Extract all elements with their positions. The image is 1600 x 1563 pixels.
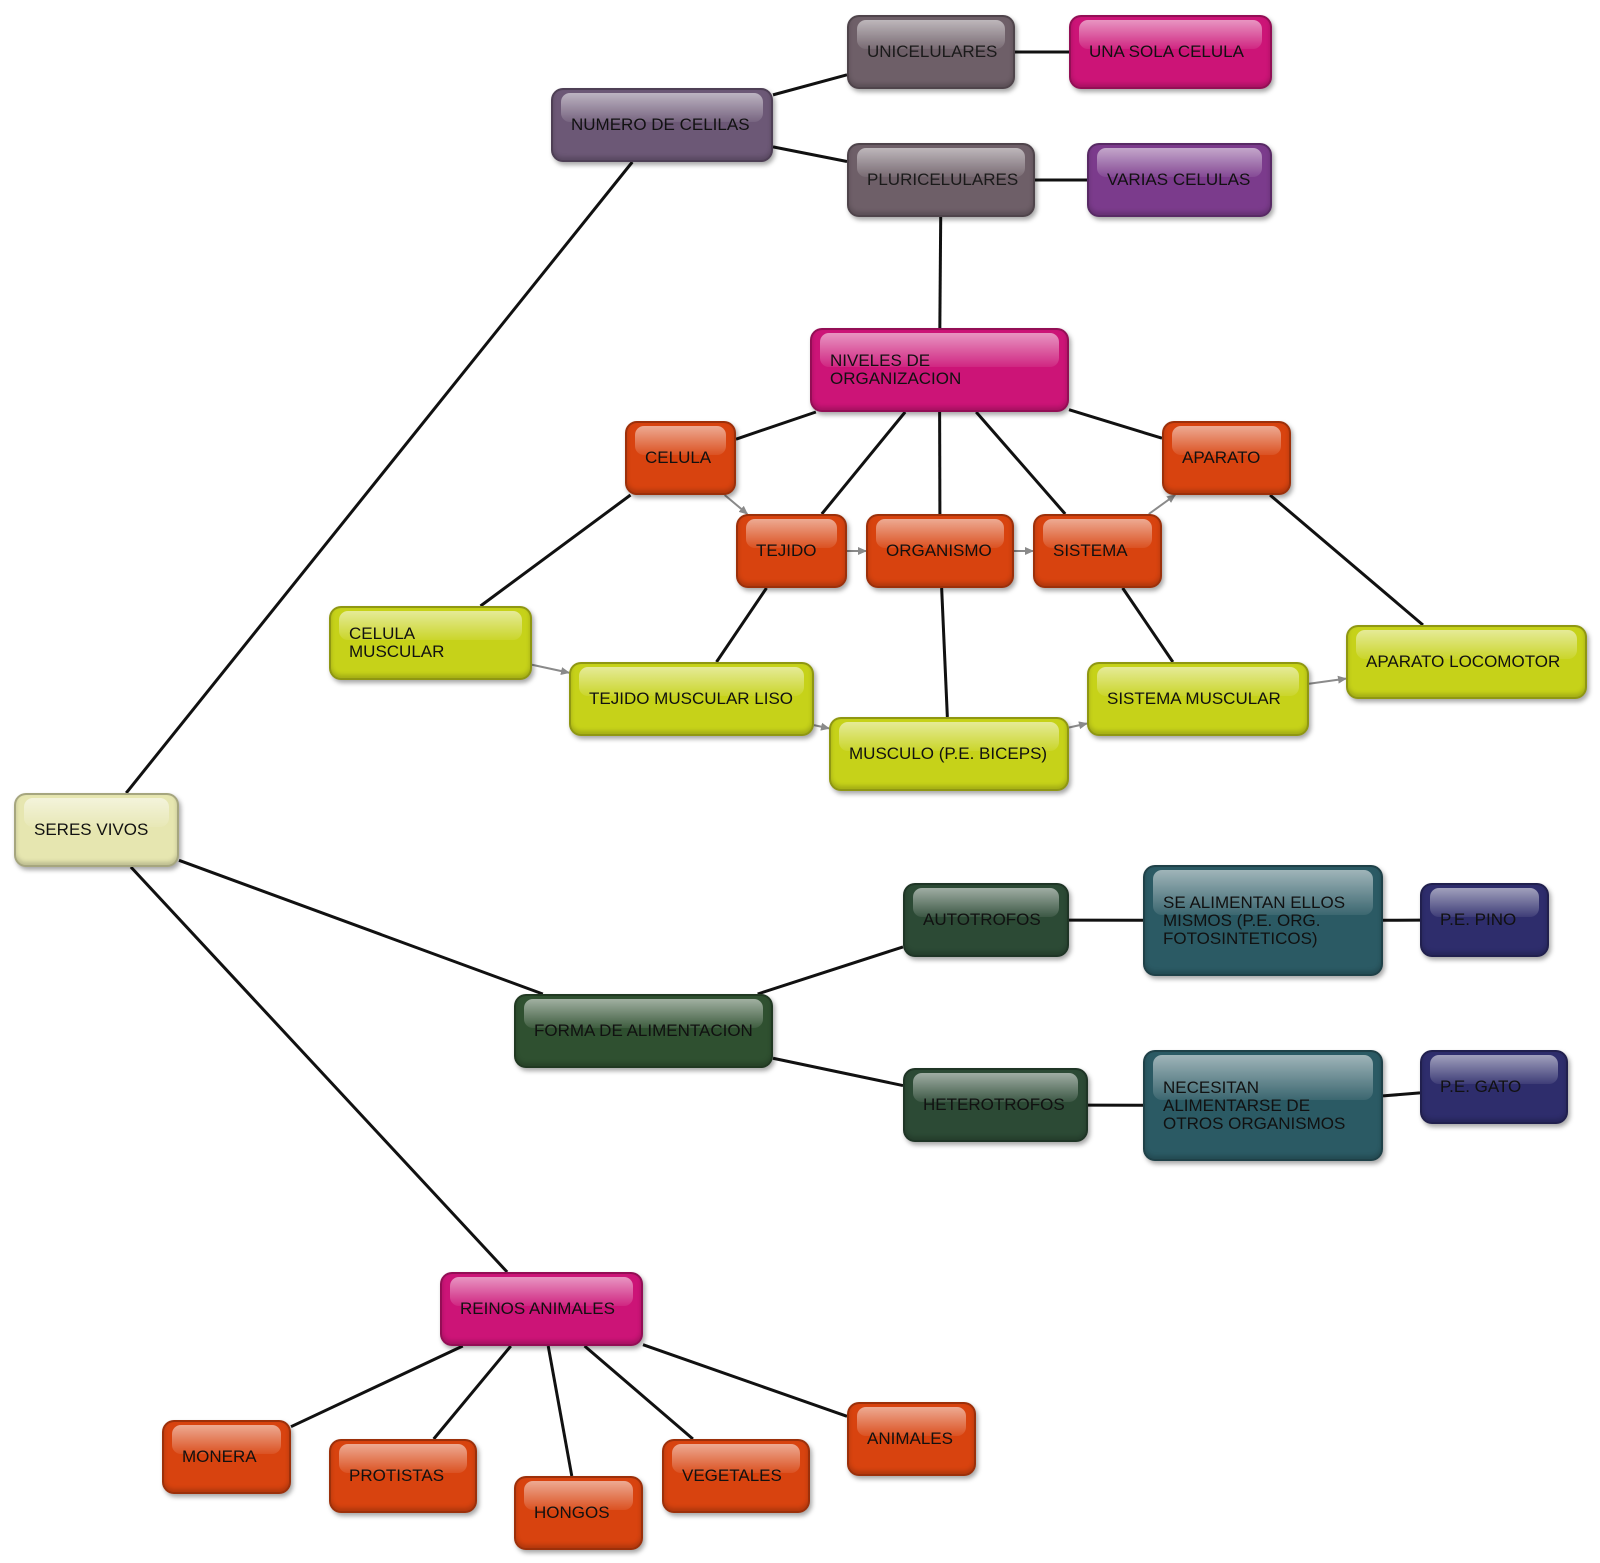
node-pluricelulares[interactable]: PLURICELULARES [847,143,1035,217]
node-necesitan-alimentarse[interactable]: NECESITAN ALIMENTARSE DE OTROS ORGANISMO… [1143,1050,1383,1161]
connector-celula-tejido [724,494,749,515]
node-label: VEGETALES [682,1466,782,1485]
node-label: HONGOS [534,1503,610,1522]
node-label: UNA SOLA CELULA [1089,42,1244,61]
node-celula-muscular[interactable]: CELULA MUSCULAR [329,606,532,680]
node-label: VARIAS CELULAS [1107,170,1251,189]
node-forma-de-alimentacion[interactable]: FORMA DE ALIMENTACION [514,994,773,1068]
connector-aparato-aparato_locomotor [1269,493,1424,627]
node-label: TEJIDO MUSCULAR LISO [589,689,794,708]
node-label: MUSCULO (P.E. BICEPS) [849,744,1048,763]
node-label: ANIMALES [867,1429,953,1448]
node-sistema[interactable]: SISTEMA [1033,514,1162,588]
node-heterotrofos[interactable]: HETEROTROFOS [903,1068,1088,1142]
connector-necesitan-pe_gato [1382,1091,1421,1098]
connector-niveles_organizacion-sistema [975,411,1067,515]
connector-pluricelulares-niveles_organizacion [938,216,943,329]
connector-organismo-musculo [940,587,949,718]
node-label: SERES VIVOS [34,820,149,839]
node-label: CELULA MUSCULAR [349,624,445,661]
node-celula[interactable]: CELULA [625,421,736,495]
node-label: APARATO [1182,448,1261,467]
connector-sistema-aparato [1148,494,1176,515]
node-label: P.E. GATO [1440,1077,1522,1096]
node-reinos-animales[interactable]: REINOS ANIMALES [440,1272,643,1346]
connector-reinos_animales-vegetales [583,1344,694,1441]
node-se-alimentan-ellos-mismos[interactable]: SE ALIMENTAN ELLOS MISMOS (P.E. ORG. FOT… [1143,865,1383,976]
node-label: HETEROTROFOS [923,1095,1065,1114]
node-label: P.E. PINO [1440,910,1517,929]
node-musculo-biceps[interactable]: MUSCULO (P.E. BICEPS) [829,717,1069,791]
connector-tejido-tejido_muscular_liso [715,587,768,663]
connector-reinos_animales-animales [642,1343,848,1418]
node-label: NIVELES DE ORGANIZACION [830,351,962,388]
node-pe-pino[interactable]: P.E. PINO [1420,883,1549,957]
connector-celula-celula_muscular [479,493,632,608]
node-label: SISTEMA [1053,541,1128,560]
node-seres-vivos[interactable]: SERES VIVOS [14,793,179,867]
node-numero-de-celulas[interactable]: NUMERO DE CELILAS [551,88,773,162]
node-hongos[interactable]: HONGOS [514,1476,643,1550]
node-label: NUMERO DE CELILAS [571,115,750,134]
node-unicelulares[interactable]: UNICELULARES [847,15,1015,89]
connector-niveles_organizacion-aparato [1068,408,1163,440]
node-label: SISTEMA MUSCULAR [1107,689,1281,708]
connector-niveles_organizacion-celula [735,410,817,441]
node-label: APARATO LOCOMOTOR [1366,652,1561,671]
connector-seres_vivos-numero_celulas [125,161,634,794]
node-tejido[interactable]: TEJIDO [736,514,847,588]
node-tejido-muscular-liso[interactable]: TEJIDO MUSCULAR LISO [569,662,814,736]
node-una-sola-celula[interactable]: UNA SOLA CELULA [1069,15,1272,89]
node-label: UNICELULARES [867,42,998,61]
node-label: FORMA DE ALIMENTACION [534,1021,753,1040]
node-label: AUTOTROFOS [923,910,1041,929]
connector-forma_alimentacion-heterotrofos [772,1056,904,1088]
node-organismo[interactable]: ORGANISMO [866,514,1014,588]
node-niveles-de-organizacion[interactable]: NIVELES DE ORGANIZACION [810,328,1069,412]
node-label: PROTISTAS [349,1466,445,1485]
connector-reinos_animales-hongos [546,1345,574,1477]
node-aparato[interactable]: APARATO [1162,421,1291,495]
connector-reinos_animales-protistas [432,1345,512,1440]
node-label: REINOS ANIMALES [460,1299,615,1318]
node-aparato-locomotor[interactable]: APARATO LOCOMOTOR [1346,625,1587,699]
node-label: SE ALIMENTAN ELLOS MISMOS (P.E. ORG. FOT… [1163,892,1346,948]
node-label: ORGANISMO [886,541,992,560]
connector-reinos_animales-monera [290,1344,464,1429]
node-label: PLURICELULARES [867,170,1019,189]
node-vegetales[interactable]: VEGETALES [662,1439,810,1513]
node-autotrofos[interactable]: AUTOTROFOS [903,883,1069,957]
connector-seres_vivos-forma_alimentacion [178,858,544,996]
node-sistema-muscular[interactable]: SISTEMA MUSCULAR [1087,662,1309,736]
connector-sistema_muscular-aparato_locomotor [1308,675,1347,685]
connector-tejido_muscular_liso-musculo [813,722,830,731]
node-animales[interactable]: ANIMALES [847,1402,976,1476]
connector-musculo-sistema_muscular [1068,721,1088,730]
connector-sistema-sistema_muscular [1121,587,1175,663]
node-label: TEJIDO [756,541,817,560]
node-pe-gato[interactable]: P.E. GATO [1420,1050,1568,1124]
node-label: CELULA [645,448,712,467]
connector-numero_celulas-pluricelulares [772,145,848,163]
node-label: NECESITAN ALIMENTARSE DE OTROS ORGANISMO… [1163,1077,1346,1133]
connector-numero_celulas-unicelulares [772,73,848,97]
connector-niveles_organizacion-tejido [820,411,907,515]
connector-seres_vivos-reinos_animales [129,865,509,1274]
connector-forma_alimentacion-autotrofos [757,945,904,996]
node-label: MONERA [182,1447,257,1466]
node-monera[interactable]: MONERA [162,1420,291,1494]
node-varias-celulas[interactable]: VARIAS CELULAS [1087,143,1272,217]
node-protistas[interactable]: PROTISTAS [329,1439,477,1513]
connector-celula_muscular-tejido_muscular_liso [531,663,570,675]
